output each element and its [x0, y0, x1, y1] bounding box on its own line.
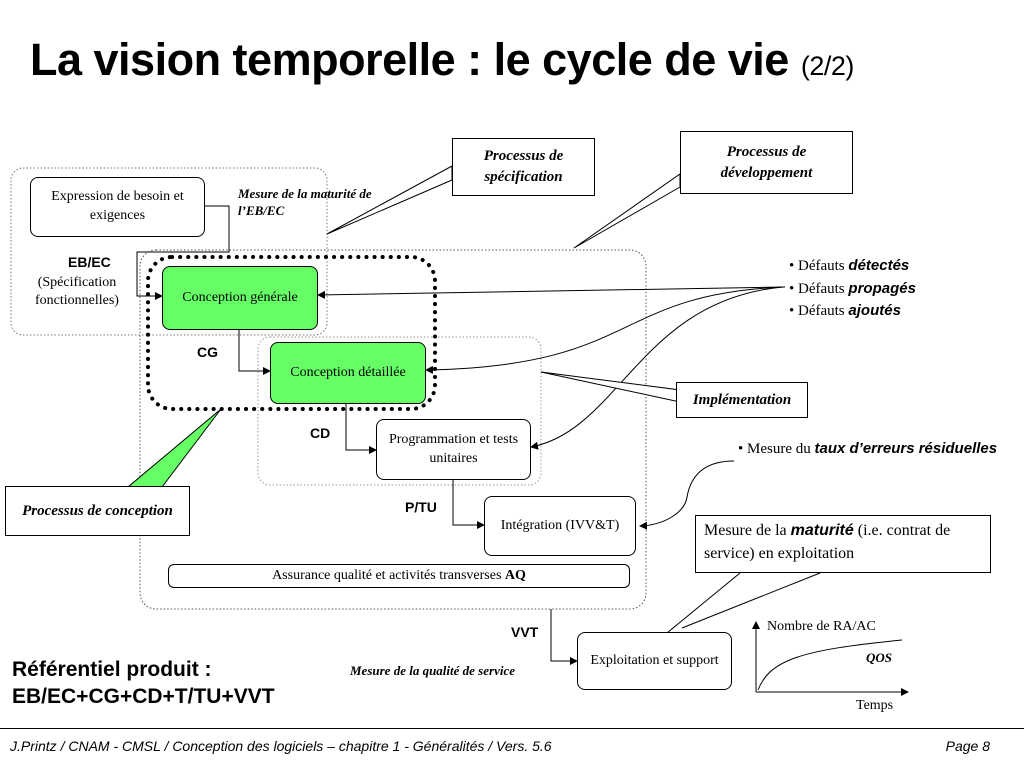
callout-implementation: Implémentation	[676, 382, 808, 418]
referentiel-produit: Référentiel produit : EB/EC+CG+CD+T/TU+V…	[12, 656, 275, 711]
title-part: (2/2)	[800, 51, 855, 81]
assurance-qualite-aq: AQ	[504, 567, 526, 583]
conception-detaillee-box: Conception détaillée	[270, 342, 426, 404]
mesure-taux-erreurs: • Mesure du taux d’erreurs résiduelles	[738, 440, 998, 457]
label-cd: CD	[310, 425, 331, 441]
graph-curve-label: QOS	[866, 650, 893, 665]
qos-curve	[757, 639, 903, 691]
expression-besoin-label: Expression de besoin et exigences	[51, 189, 184, 223]
label-ptu: P/TU	[405, 499, 437, 515]
callout-processus-specification-text: Processus de spécification	[483, 148, 564, 185]
label-ebec-sub: (Spécification fonctionnelles)	[35, 275, 119, 309]
label-vvt: VVT	[511, 624, 539, 640]
mesure-maturite-box: Mesure de la maturité (i.e. contrat de s…	[695, 515, 991, 573]
conception-generale-label: Conception générale	[182, 289, 298, 305]
defaut-detectes: • Défauts détectés	[789, 257, 910, 274]
slide-title: La vision temporelle : le cycle de vie (…	[30, 34, 854, 86]
expression-besoin-box: Expression de besoin et exigences	[30, 177, 205, 237]
programmation-box: Programmation et tests unitaires	[376, 419, 531, 480]
referentiel-line2: EB/EC+CG+CD+T/TU+VVT	[12, 685, 275, 709]
integration-box: Intégration (IVV&T)	[484, 496, 636, 556]
conception-detaillee-label: Conception détaillée	[290, 364, 406, 380]
callout-processus-developpement-text: Processus de développement	[720, 143, 813, 181]
defaut-ajoutes: • Défauts ajoutés	[789, 302, 901, 319]
footer: J.Printz / CNAM - CMSL / Conception des …	[10, 738, 1010, 754]
defauts-list: • Défauts détectés • Défauts propagés • …	[789, 255, 916, 323]
region-developpement	[139, 249, 647, 610]
exploitation-box: Exploitation et support	[577, 632, 732, 690]
label-cg: CG	[197, 344, 218, 360]
defaut-propages: • Défauts propagés	[789, 279, 916, 297]
programmation-label: Programmation et tests unitaires	[388, 431, 519, 466]
conception-generale-box: Conception générale	[162, 266, 318, 330]
label-mesure-maturite-ebec: Mesure de la maturité de l’EB/EC	[238, 186, 372, 218]
assurance-qualite-box: Assurance qualité et activités transvers…	[168, 564, 630, 588]
callout-processus-specification: Processus de spécification	[452, 138, 595, 196]
integration-label: Intégration (IVV&T)	[500, 517, 620, 533]
callout-processus-conception-text: Processus de conception	[22, 502, 173, 519]
footer-divider	[0, 728, 1024, 729]
label-mesure-qualite-service: Mesure de la qualité de service	[350, 663, 515, 678]
callout-processus-conception: Processus de conception	[5, 486, 190, 536]
region-specification	[10, 167, 328, 336]
label-ebec: EB/EC	[68, 254, 111, 270]
title-main: La vision temporelle : le cycle de vie	[30, 34, 789, 85]
footer-page: Page 8	[945, 738, 990, 754]
graph-y-label: Nombre de RA/AC	[767, 619, 876, 634]
region-conception	[146, 255, 437, 411]
footer-text: J.Printz / CNAM - CMSL / Conception des …	[10, 738, 552, 754]
graph-x-label: Temps	[856, 698, 894, 713]
callout-implementation-text: Implémentation	[692, 391, 792, 408]
assurance-qualite-label: Assurance qualité et activités transvers…	[272, 567, 502, 583]
region-implementation	[257, 336, 542, 486]
referentiel-line1: Référentiel produit :	[12, 658, 212, 681]
exploitation-label: Exploitation et support	[590, 652, 719, 668]
callout-processus-developpement: Processus de développement	[680, 131, 853, 194]
